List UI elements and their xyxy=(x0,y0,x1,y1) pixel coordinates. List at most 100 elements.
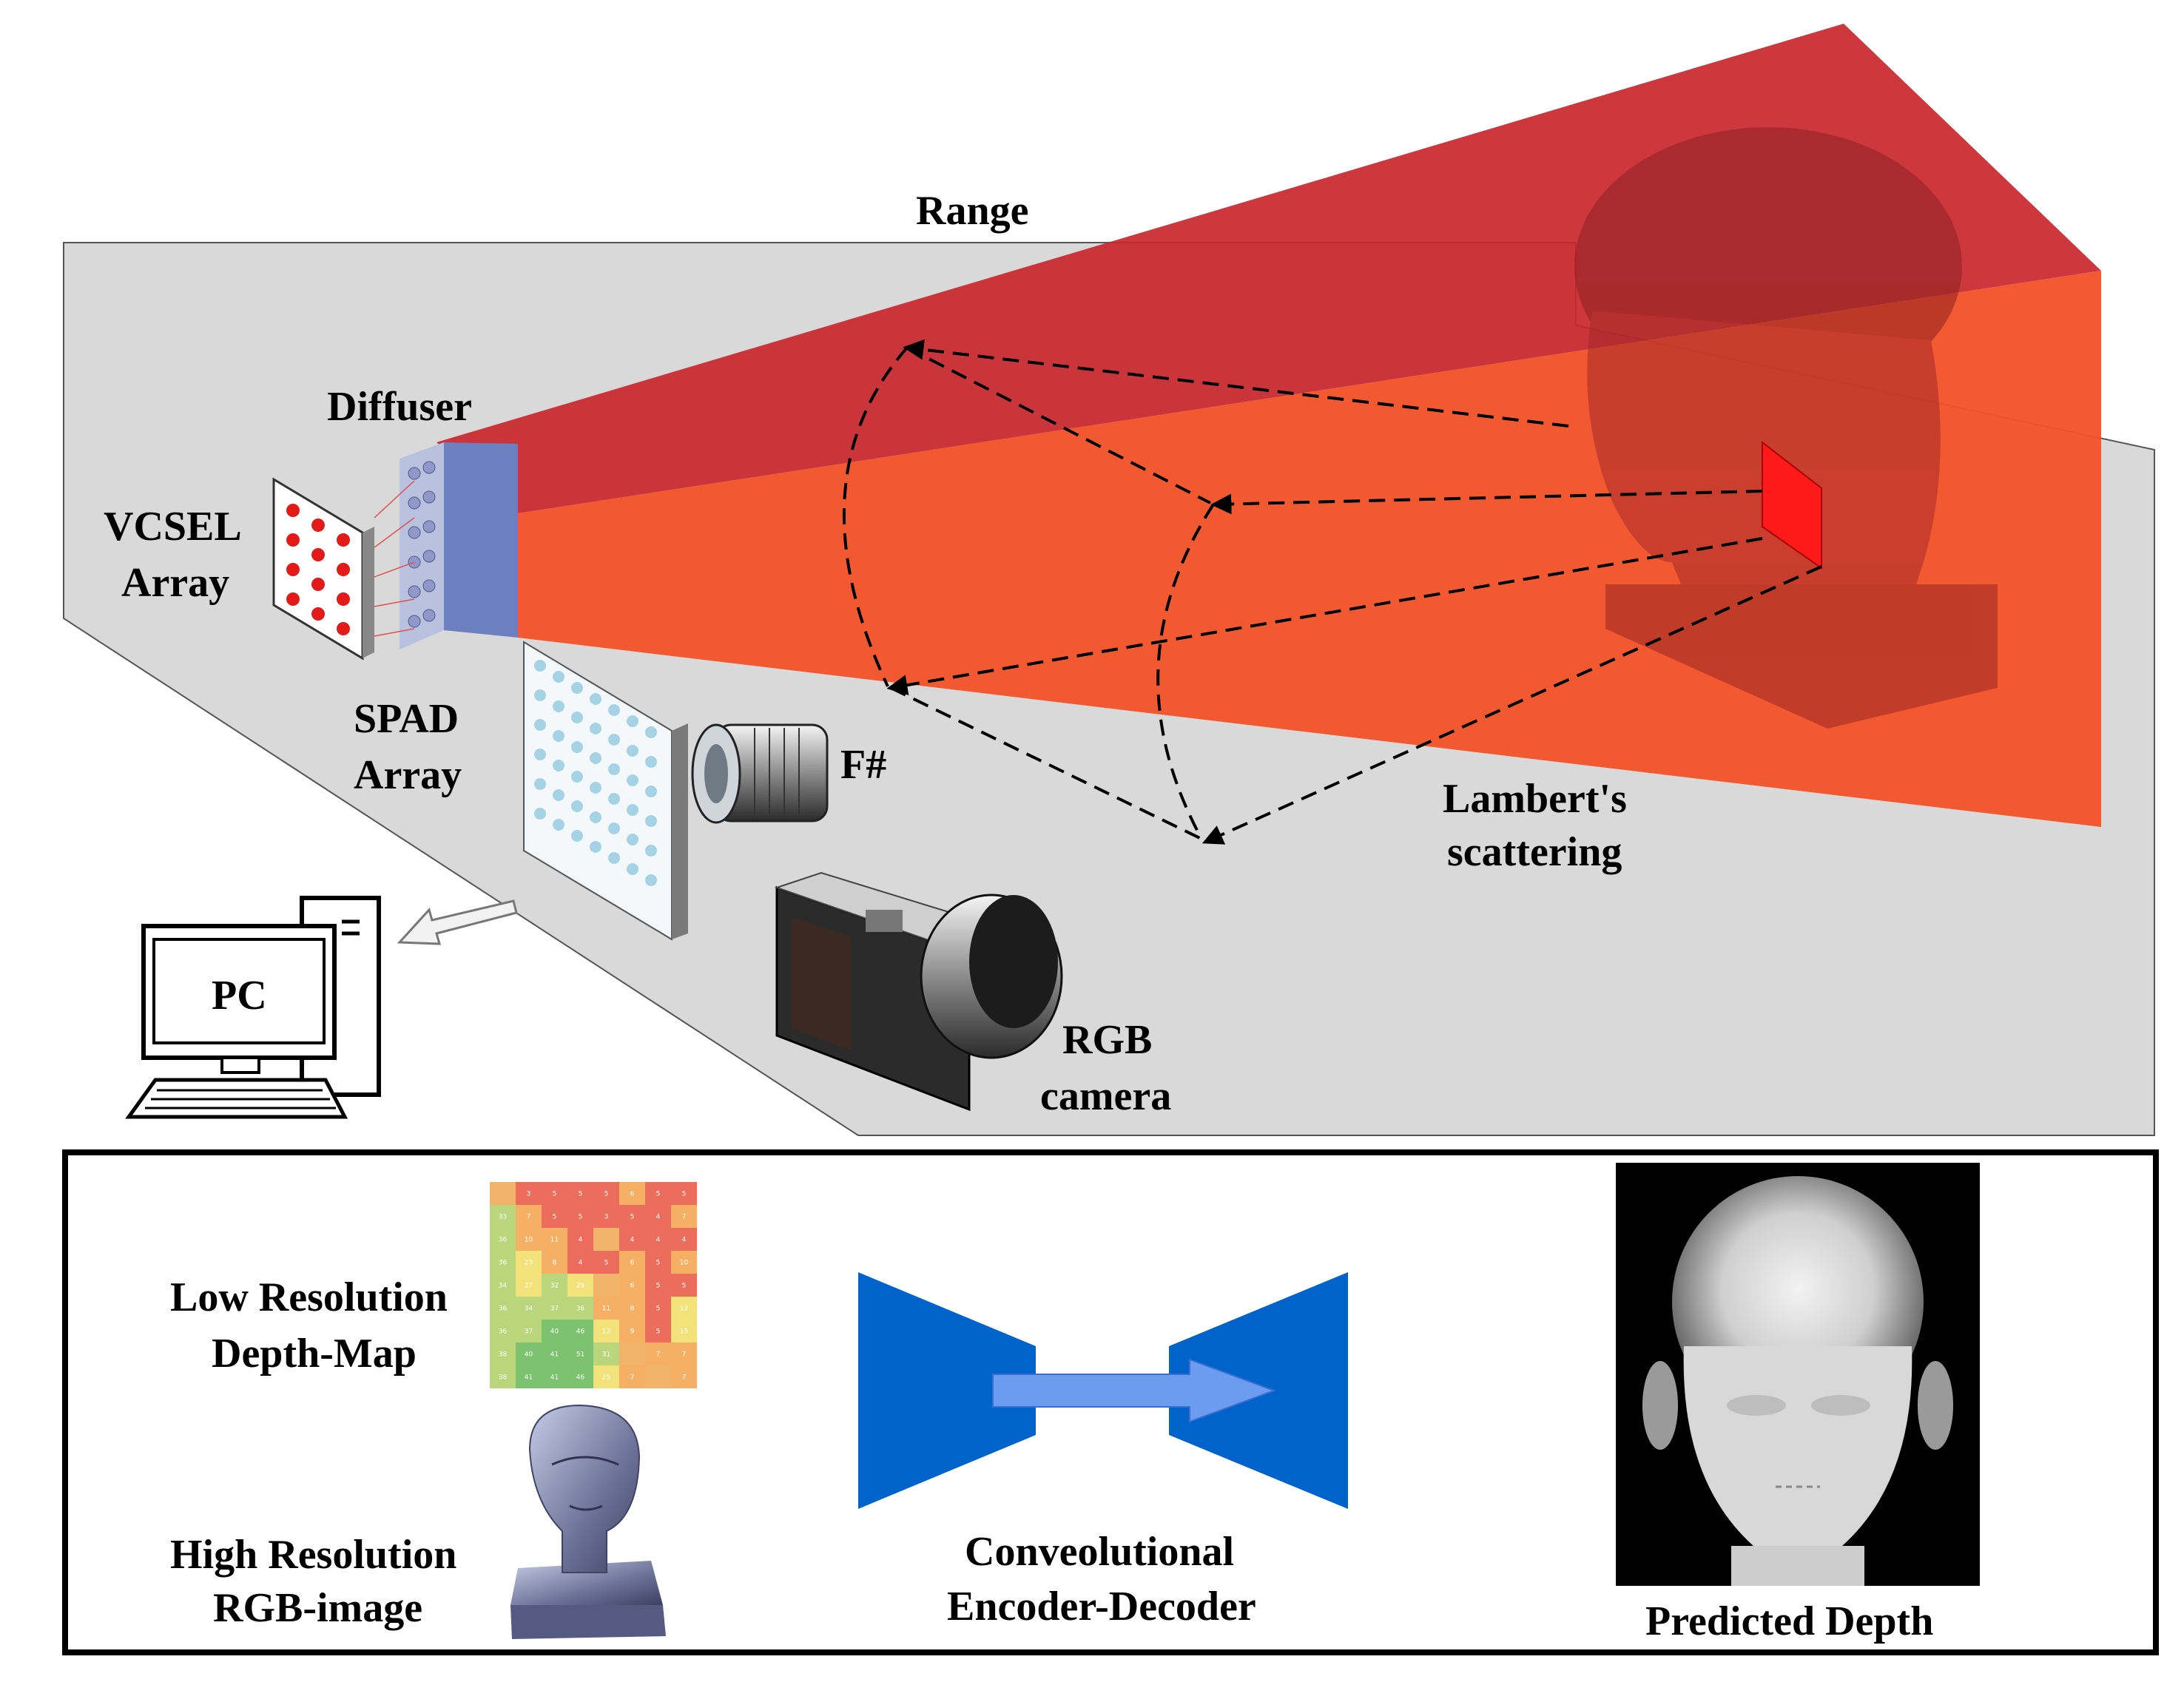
depth-cell xyxy=(567,1365,593,1388)
depth-cell-value: 41 xyxy=(550,1351,559,1359)
depth-cell-value: 4 xyxy=(630,1237,635,1244)
depth-cell-value: 6 xyxy=(630,1283,635,1290)
pc-label: PC xyxy=(212,973,267,1019)
depth-cell xyxy=(645,1228,671,1251)
depth-cell-value: 23 xyxy=(525,1260,533,1267)
depth-cell xyxy=(542,1274,567,1297)
highres-label-1: High Resolution xyxy=(170,1532,456,1578)
depth-cell xyxy=(490,1205,516,1228)
depth-cell-value: 15 xyxy=(680,1328,688,1336)
depth-cell xyxy=(645,1274,671,1297)
depth-cell-value: 5 xyxy=(656,1191,661,1198)
depth-cell-value: 41 xyxy=(550,1374,559,1382)
depth-cell-value: 12 xyxy=(680,1306,688,1313)
depth-cell-value: 32 xyxy=(550,1283,559,1290)
depth-cell xyxy=(516,1365,542,1388)
depth-cell xyxy=(490,1320,516,1342)
depth-cell xyxy=(490,1182,516,1205)
spad-label-2: Array xyxy=(354,752,462,798)
depth-cell-value: 34 xyxy=(525,1306,533,1313)
depth-cell-value: 51 xyxy=(576,1351,584,1359)
depth-cell xyxy=(645,1320,671,1342)
depth-cell-value: 40 xyxy=(525,1351,533,1359)
depth-cell-value: 38 xyxy=(499,1374,508,1382)
rgb-camera xyxy=(774,871,1063,1112)
lambert-label-1: Lambert's xyxy=(1443,776,1627,822)
lens xyxy=(691,723,829,824)
depth-cell xyxy=(567,1274,593,1297)
depth-cell-value: 5 xyxy=(604,1191,609,1198)
depth-cell xyxy=(567,1342,593,1365)
lowres-label-2: Depth-Map xyxy=(212,1331,417,1377)
depth-cell-value: 7 xyxy=(630,1374,635,1382)
depth-cell-value: 5 xyxy=(656,1306,661,1313)
depth-cell-value: 5 xyxy=(553,1214,557,1221)
depth-cell xyxy=(490,1251,516,1274)
depth-cell-value: 7 xyxy=(656,1351,661,1359)
depth-cell xyxy=(619,1228,645,1251)
depth-cell-value: 37 xyxy=(525,1328,533,1336)
range-arcs xyxy=(843,346,1215,837)
depth-cell-value: 38 xyxy=(499,1351,508,1359)
lowres-label-1: Low Resolution xyxy=(170,1274,448,1320)
depth-cell-value: 5 xyxy=(656,1260,661,1267)
depth-cell xyxy=(516,1274,542,1297)
depth-cell-value: 40 xyxy=(550,1328,559,1336)
depth-cell xyxy=(542,1205,567,1228)
depth-cell-value: 5 xyxy=(656,1283,661,1290)
depth-cell-value: 9 xyxy=(630,1328,635,1336)
depth-cell xyxy=(490,1228,516,1251)
depth-cell-value: 27 xyxy=(525,1283,533,1290)
range-label: Range xyxy=(916,188,1028,234)
depth-cell xyxy=(593,1320,619,1342)
diffuser xyxy=(400,442,518,649)
depth-cell xyxy=(567,1205,593,1228)
depth-cell-value: 36 xyxy=(499,1260,508,1267)
light-rays xyxy=(886,339,1822,845)
depth-cell-value: 7 xyxy=(682,1374,687,1382)
depth-cell xyxy=(490,1342,516,1365)
depth-cell xyxy=(619,1365,645,1388)
depth-cell-value: 34 xyxy=(499,1283,508,1290)
vcsel-label-1: VCSEL xyxy=(104,504,242,550)
depth-cell-value: 5 xyxy=(604,1260,609,1267)
depth-cell xyxy=(593,1365,619,1388)
depth-cell-value: 36 xyxy=(499,1306,508,1313)
depth-cell-value: 4 xyxy=(579,1260,583,1267)
depth-cell xyxy=(567,1182,593,1205)
depth-cell-value: 4 xyxy=(579,1237,583,1244)
depth-cell-value: 5 xyxy=(682,1283,687,1290)
depth-cell xyxy=(542,1182,567,1205)
vcsel-array xyxy=(272,477,415,661)
head-target xyxy=(1574,127,1998,729)
spad-array xyxy=(523,641,688,941)
depth-cell xyxy=(645,1297,671,1320)
depth-cell-value: 46 xyxy=(576,1328,585,1336)
depth-cell-value: 4 xyxy=(656,1214,661,1221)
depth-cell xyxy=(490,1297,516,1320)
depth-cell-value: 5 xyxy=(553,1191,557,1198)
depth-cell-value: 4 xyxy=(656,1237,661,1244)
depth-cell xyxy=(542,1228,567,1251)
spad-label-1: SPAD xyxy=(354,696,459,742)
depth-cell-value: 5 xyxy=(656,1328,661,1336)
depth-cell-value: 37 xyxy=(550,1306,559,1313)
depth-cell xyxy=(671,1297,697,1320)
encoder-block xyxy=(858,1272,1036,1509)
fnumber-label: F# xyxy=(840,742,886,788)
depth-cell xyxy=(619,1297,645,1320)
depth-cell xyxy=(593,1228,619,1251)
diffuser-label: Diffuser xyxy=(327,384,472,430)
depth-cell xyxy=(516,1297,542,1320)
depth-cell xyxy=(593,1205,619,1228)
depth-cell xyxy=(542,1365,567,1388)
depth-cell xyxy=(542,1251,567,1274)
depth-cell xyxy=(645,1251,671,1274)
depth-cell-value: 11 xyxy=(602,1306,610,1313)
rgb-camera-label-2: camera xyxy=(1040,1073,1171,1119)
depth-cell-value: 7 xyxy=(527,1214,531,1221)
network-label-1: Conveolutional xyxy=(965,1529,1234,1575)
vcsel-label-2: Array xyxy=(121,560,229,606)
depth-cell xyxy=(645,1205,671,1228)
depth-cell xyxy=(671,1342,697,1365)
